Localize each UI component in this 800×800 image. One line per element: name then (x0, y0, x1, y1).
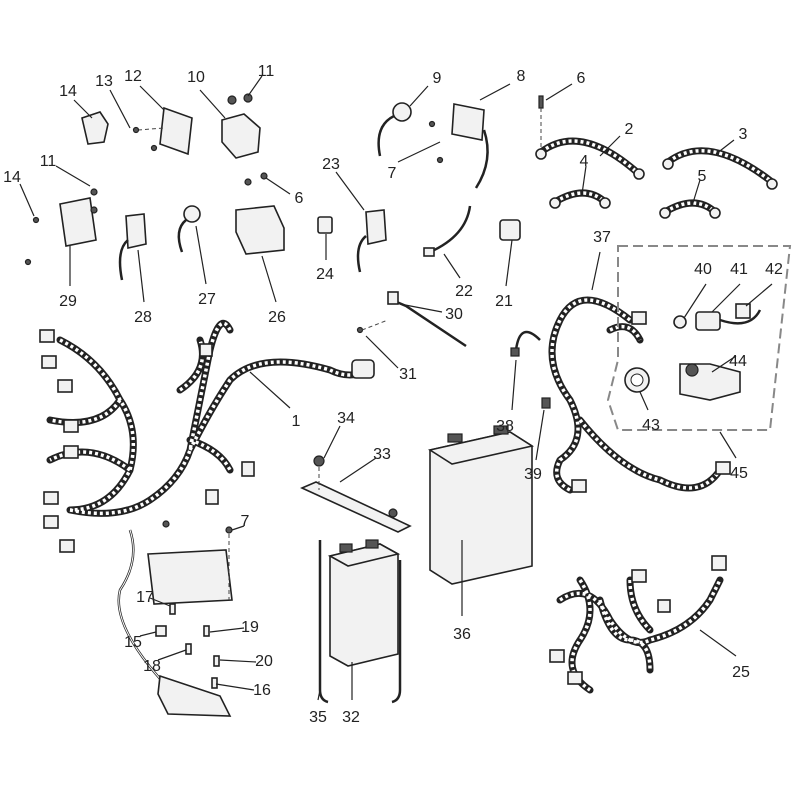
callout-15: 15 (124, 634, 142, 651)
part-sensor-22 (423, 205, 472, 257)
callout-8: 8 (517, 68, 526, 85)
callout-43: 43 (642, 417, 660, 434)
callout-3: 3 (739, 126, 748, 143)
part-cdi-12 (132, 106, 193, 156)
callout-26: 26 (268, 309, 286, 326)
callout-32: 32 (342, 709, 360, 726)
callout-6: 6 (577, 70, 586, 87)
callout-31: 31 (399, 366, 417, 383)
part-bracket-44 (679, 363, 741, 401)
part-cable-5 (659, 199, 721, 219)
part-harness-25 (549, 555, 727, 694)
callout-17: 17 (136, 589, 154, 606)
leader-lines (19, 75, 773, 701)
callout-9: 9 (433, 70, 442, 87)
part-clip-39 (541, 397, 551, 409)
callout-21: 21 (495, 293, 513, 310)
callout-11: 11 (258, 63, 275, 80)
callout-10: 10 (187, 69, 205, 86)
callout-14b: 14 (3, 169, 21, 186)
callout-40: 40 (694, 261, 712, 278)
part-sensor-27 (177, 205, 201, 253)
part-cable-4 (549, 189, 611, 209)
part-switch-30 (356, 291, 467, 348)
callout-12: 12 (124, 68, 142, 85)
callout-44: 44 (729, 353, 747, 370)
part-battery-36 (427, 425, 535, 585)
part-relay-24 (317, 216, 333, 234)
part-relay-10 (221, 93, 261, 159)
part-coil-8 (428, 103, 489, 189)
part-relay-21 (499, 219, 521, 241)
callout-4: 4 (580, 153, 589, 170)
part-box-26 (235, 172, 285, 255)
callout-23: 23 (322, 156, 340, 173)
callout-37: 37 (593, 229, 611, 246)
kit-box-45 (606, 245, 792, 431)
callout-7: 7 (388, 165, 397, 182)
callout-36: 36 (453, 626, 471, 643)
part-cable-3 (662, 147, 778, 190)
callout-29: 29 (59, 293, 77, 310)
callout-labels: 14 13 12 10 11 9 8 6 2 3 4 5 7 14 11 6 2… (3, 63, 783, 726)
part-fuse-block (147, 520, 233, 605)
callout-13: 13 (95, 73, 113, 90)
part-bracket-33 (300, 455, 412, 533)
callout-20: 20 (255, 653, 273, 670)
part-main-harness-1 (39, 319, 375, 701)
part-fuse-box-16 (157, 674, 232, 717)
callout-11b: 11 (40, 153, 57, 170)
callout-39: 39 (524, 466, 542, 483)
part-cable-2 (535, 137, 645, 180)
callout-24: 24 (316, 266, 334, 283)
callout-16: 16 (253, 682, 271, 699)
part-sensor-9 (377, 102, 412, 157)
part-cap-14 (81, 111, 109, 145)
callout-41: 41 (730, 261, 748, 278)
callout-14: 14 (59, 83, 77, 100)
callout-27: 27 (198, 291, 216, 308)
part-wire-38 (510, 330, 541, 357)
part-fuses (155, 603, 220, 689)
callout-25: 25 (732, 664, 750, 681)
callout-38: 38 (496, 418, 514, 435)
part-bolt-6-top (538, 95, 544, 150)
callout-28: 28 (134, 309, 152, 326)
callout-19: 19 (241, 619, 259, 636)
callout-2: 2 (625, 121, 634, 138)
part-ring-43 (624, 367, 650, 393)
callout-1: 1 (292, 413, 301, 430)
part-switch-40-42 (673, 303, 762, 331)
callout-42: 42 (765, 261, 783, 278)
callout-33: 33 (373, 446, 391, 463)
callout-35: 35 (309, 709, 327, 726)
callout-18: 18 (143, 658, 161, 675)
callout-30: 30 (445, 306, 463, 323)
part-regulator-28 (118, 213, 147, 281)
callout-5: 5 (698, 168, 707, 185)
callout-45: 45 (730, 465, 748, 482)
part-harness-37 (548, 296, 731, 494)
callout-7b: 7 (241, 513, 250, 530)
part-battery-32 (327, 539, 401, 667)
callout-6b: 6 (295, 190, 304, 207)
callout-22: 22 (455, 283, 473, 300)
part-bracket-29 (24, 188, 98, 266)
callout-34: 34 (337, 410, 355, 427)
part-regulator-23 (356, 209, 387, 273)
